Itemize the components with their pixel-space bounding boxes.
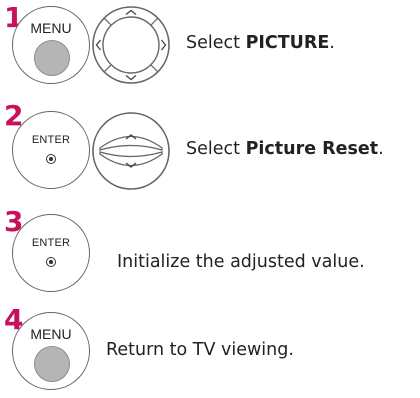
- step-3-instruction: Initialize the adjusted value.: [117, 252, 365, 272]
- enter-button[interactable]: ENTER: [12, 214, 90, 292]
- enter-button[interactable]: ENTER: [12, 111, 90, 189]
- navigation-pad-icon[interactable]: [91, 5, 171, 85]
- step-2-suffix: .: [378, 139, 384, 159]
- step-2-instruction: Select Picture Reset.: [186, 139, 384, 159]
- step-2-target: Picture Reset: [245, 139, 379, 159]
- enter-dot-icon: [46, 257, 56, 267]
- enter-dot-icon: [46, 154, 56, 164]
- step-number-4: 4: [4, 303, 24, 336]
- menu-button[interactable]: MENU: [12, 6, 90, 84]
- step-1-prefix: Select: [186, 33, 246, 53]
- enter-button-label: ENTER: [31, 237, 71, 249]
- step-number-2: 2: [4, 99, 24, 132]
- menu-button-knob: [34, 346, 70, 382]
- step-2-prefix: Select: [186, 139, 246, 159]
- step-number-3: 3: [4, 205, 24, 238]
- menu-button-label: MENU: [30, 20, 72, 36]
- step-4-instruction: Return to TV viewing.: [106, 340, 294, 360]
- enter-button-label: ENTER: [31, 134, 71, 146]
- menu-button[interactable]: MENU: [12, 312, 90, 390]
- step-1-suffix: .: [329, 33, 335, 53]
- menu-button-label: MENU: [30, 326, 72, 342]
- step-1-instruction: Select PICTURE.: [186, 33, 335, 53]
- step-1-target: PICTURE: [245, 33, 330, 53]
- up-down-pad-icon[interactable]: [91, 111, 171, 191]
- menu-button-knob: [34, 40, 70, 76]
